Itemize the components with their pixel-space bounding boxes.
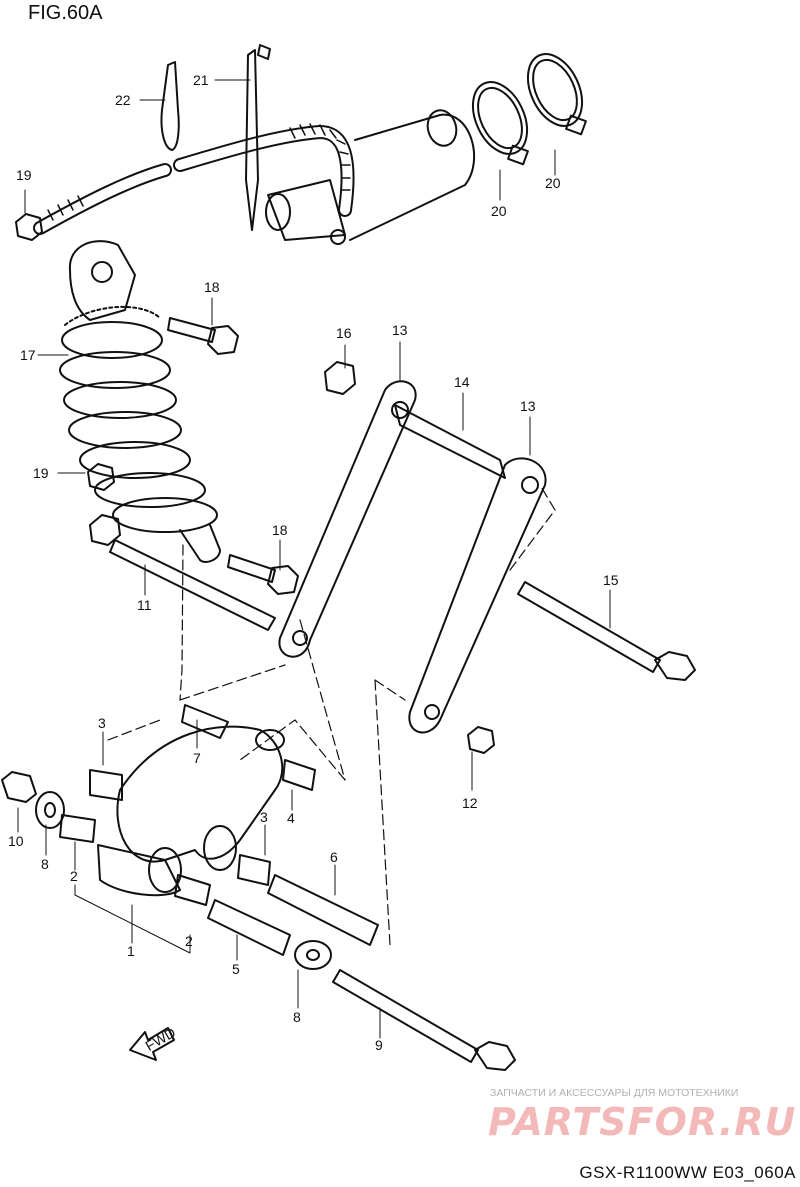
callout-2a: 2 <box>70 868 78 884</box>
callout-1: 1 <box>127 943 135 959</box>
callout-19b: 19 <box>33 465 49 481</box>
callout-2b: 2 <box>185 933 193 949</box>
collar-7 <box>181 704 229 739</box>
callout-16: 16 <box>336 325 352 341</box>
callout-3b: 3 <box>260 809 268 825</box>
fwd-arrow-icon <box>129 1027 175 1061</box>
callout-21: 21 <box>193 72 209 88</box>
hose-clamp-20a <box>471 81 529 166</box>
washer-8b <box>294 940 332 970</box>
bearing-2a <box>59 814 96 843</box>
callout-15: 15 <box>603 572 619 588</box>
callout-4: 4 <box>287 810 295 826</box>
callout-22: 22 <box>115 92 131 108</box>
reservoir-hose <box>33 123 355 235</box>
assembly-guide-lines <box>107 484 556 946</box>
bearing-3a <box>89 769 123 801</box>
bolt-11 <box>89 514 276 631</box>
watermark-brand: PARTSFOR.RU <box>488 1100 797 1144</box>
callout-6: 6 <box>330 849 338 865</box>
tie-rod-13a <box>278 380 417 658</box>
callout-8a: 8 <box>41 856 49 872</box>
callout-11: 11 <box>137 597 152 613</box>
leader-lines <box>17 79 611 1039</box>
figure-title: FIG.60A <box>28 2 103 24</box>
bolt-18a <box>167 317 239 355</box>
callout-12: 12 <box>462 795 478 811</box>
callout-20b: 20 <box>545 175 561 191</box>
spacer-5 <box>207 899 291 956</box>
callout-17: 17 <box>20 347 36 363</box>
callout-7: 7 <box>193 750 201 766</box>
cushion-lever <box>97 725 285 897</box>
hose-clip-22 <box>160 61 180 151</box>
nut-12 <box>467 726 495 754</box>
callout-10: 10 <box>8 833 24 849</box>
bearing-3b <box>237 854 271 886</box>
callout-14: 14 <box>454 374 470 390</box>
nut-19b <box>87 463 115 491</box>
callout-3a: 3 <box>98 715 106 731</box>
model-code: GSX-R1100WW E03_060A <box>579 1163 796 1182</box>
spacer-6 <box>267 874 379 946</box>
bolt-9 <box>332 969 516 1071</box>
callout-9: 9 <box>375 1037 383 1053</box>
callout-8b: 8 <box>293 1009 301 1025</box>
callout-20a: 20 <box>491 203 507 219</box>
callout-19a: 19 <box>16 167 32 183</box>
bolt-15 <box>517 581 696 681</box>
callout-5: 5 <box>232 961 240 977</box>
washer-8a <box>35 791 65 829</box>
shock-absorber <box>59 240 221 563</box>
cable-tie-21 <box>245 44 271 231</box>
bearing-4 <box>282 759 316 791</box>
spacer-14 <box>394 404 506 479</box>
tie-rod-13b <box>408 457 547 734</box>
hose-clamp-20b <box>526 53 587 136</box>
watermark-caption: ЗАПЧАСТИ И АКСЕССУАРЫ ДЛЯ МОТОТЕХНИКИ <box>490 1087 739 1099</box>
callout-13b: 13 <box>520 398 536 414</box>
bolt-18b <box>227 554 299 595</box>
bearing-2b <box>174 874 211 906</box>
nut-10 <box>1 771 37 803</box>
nut-19a <box>15 213 43 241</box>
nut-16 <box>324 361 356 395</box>
reservoir <box>265 109 475 245</box>
callout-18b: 18 <box>272 522 288 538</box>
fwd-label: FWD <box>143 1024 179 1054</box>
callout-13a: 13 <box>392 322 408 338</box>
callout-18a: 18 <box>204 279 220 295</box>
